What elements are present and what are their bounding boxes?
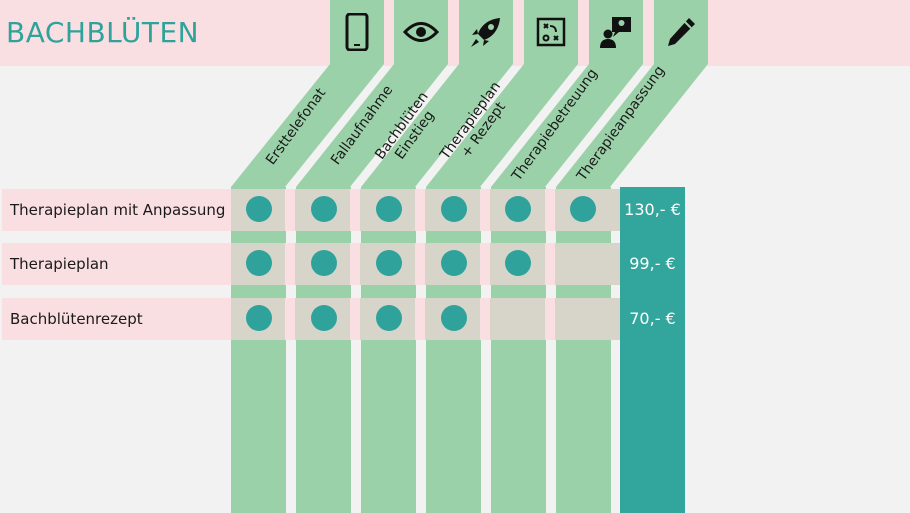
- included-dot: [505, 196, 531, 222]
- eye-icon: [399, 10, 443, 54]
- header-bar: BACHBLÜTEN: [0, 0, 910, 66]
- included-dot: [311, 196, 337, 222]
- rocket-icon: [464, 10, 508, 54]
- consultant-idea-icon: [594, 10, 638, 54]
- included-dot: [311, 305, 337, 331]
- included-dot: [246, 305, 272, 331]
- pencil-icon: [659, 10, 703, 54]
- included-dot: [570, 196, 596, 222]
- column-5: [491, 187, 546, 513]
- table-row: Therapieplan: [2, 243, 620, 285]
- package-price: 99,- €: [629, 254, 676, 273]
- package-name: Therapieplan: [10, 255, 109, 273]
- smartphone-icon: [335, 10, 379, 54]
- package-name: Therapieplan mit Anpassung: [10, 201, 226, 219]
- column-6: [556, 187, 611, 513]
- table-row: Therapieplan mit Anpassung: [2, 189, 620, 231]
- included-dot: [376, 305, 402, 331]
- band-col-2: [296, 0, 448, 187]
- included-dot: [246, 250, 272, 276]
- included-dot: [376, 196, 402, 222]
- included-dot: [311, 250, 337, 276]
- package-name: Bachblütenrezept: [10, 310, 143, 328]
- included-dot: [246, 196, 272, 222]
- included-dot: [441, 250, 467, 276]
- included-dot: [505, 250, 531, 276]
- column-1: [231, 187, 286, 513]
- band-col-4: [426, 0, 578, 187]
- band-col-6: [556, 0, 708, 187]
- included-dot: [441, 196, 467, 222]
- included-dot: [376, 250, 402, 276]
- package-price: 70,- €: [629, 309, 676, 328]
- column-4: [426, 187, 481, 513]
- price-column: [620, 187, 685, 513]
- table-row: Bachblütenrezept: [2, 298, 620, 340]
- band-col-3: [361, 0, 513, 187]
- package-price: 130,- €: [624, 200, 681, 219]
- page-title: BACHBLÜTEN: [6, 16, 200, 49]
- included-dot: [441, 305, 467, 331]
- column-3: [361, 187, 416, 513]
- strategy-board-icon: [529, 10, 573, 54]
- column-2: [296, 187, 351, 513]
